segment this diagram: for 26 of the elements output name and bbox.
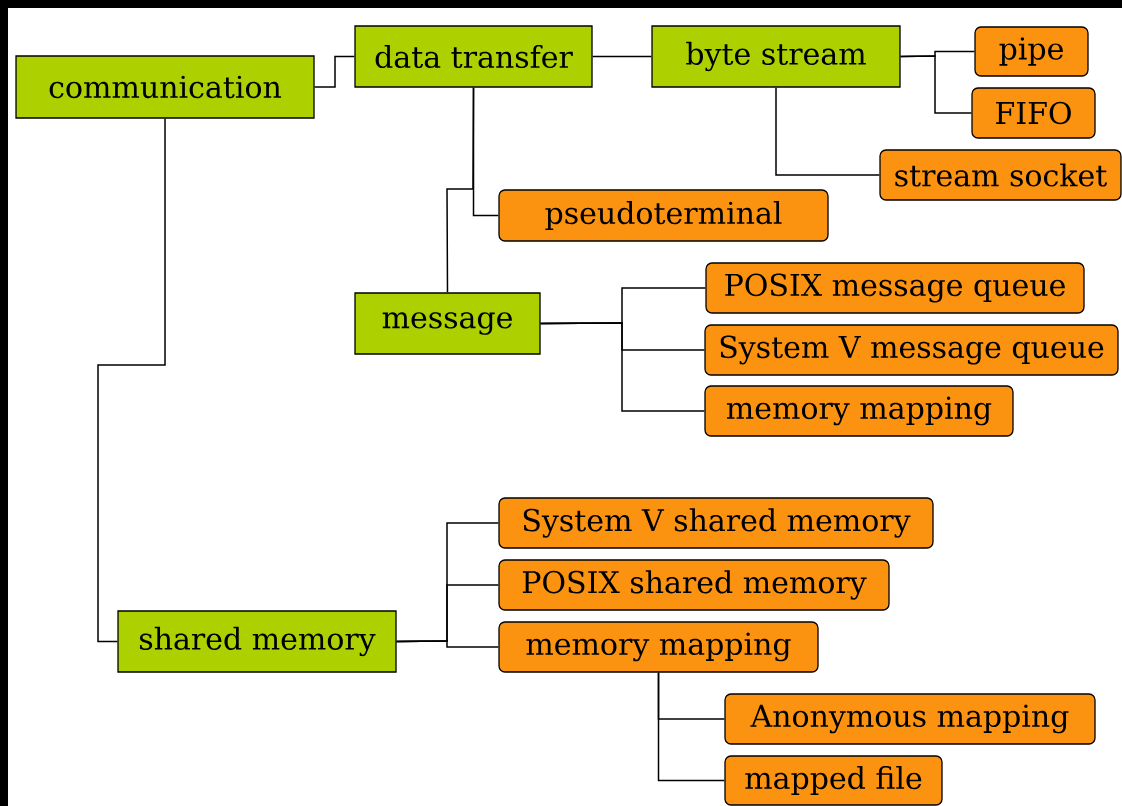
connector-line (313, 55, 356, 88)
connector-line (775, 86, 881, 176)
category-box: shared memory (117, 610, 397, 673)
leaf-box: memory mapping (498, 621, 819, 673)
leaf-box: pseudoterminal (498, 189, 829, 242)
connector-line (539, 322, 706, 412)
leaf-box: Anonymous mapping (724, 693, 1096, 745)
category-box: byte stream (651, 25, 901, 88)
leaf-box: System V shared memory (498, 497, 934, 549)
leaf-box: POSIX message queue (705, 262, 1085, 314)
connector-line (591, 55, 653, 58)
connector-line (97, 117, 166, 643)
leaf-box: System V message queue (704, 324, 1119, 376)
leaf-box: memory mapping (704, 385, 1014, 437)
leaf-box: stream socket (879, 149, 1122, 201)
leaf-box: mapped file (724, 755, 943, 806)
connector-line (395, 640, 500, 648)
connector-line (657, 671, 726, 782)
connector-line (446, 86, 475, 294)
category-box: communication (15, 55, 315, 119)
connector-line (899, 55, 973, 114)
leaf-box: FIFO (971, 87, 1096, 139)
category-box: data transfer (354, 25, 593, 88)
leaf-box: pipe (974, 26, 1089, 77)
category-box: message (354, 292, 541, 355)
leaf-box: POSIX shared memory (498, 559, 890, 611)
